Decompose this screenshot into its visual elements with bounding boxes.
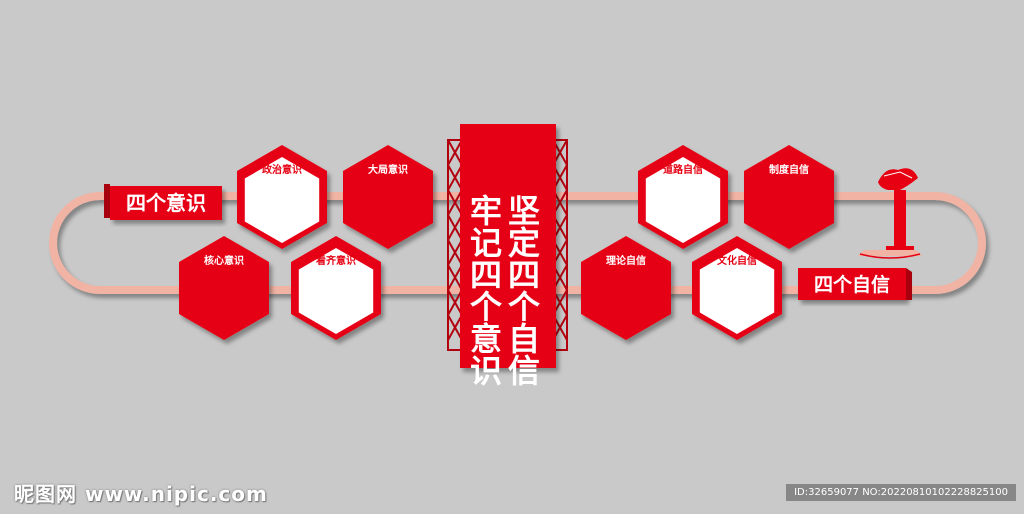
hexagon-panel: 道路自信 <box>638 145 728 249</box>
hexagon-label: 文化自信 <box>717 254 757 267</box>
hexagon-frame <box>581 236 671 340</box>
hexagon-label: 政治意识 <box>262 163 302 176</box>
huabiao-column-icon <box>858 168 922 259</box>
hexagon-label: 核心意识 <box>204 254 244 267</box>
center-column: 坚定四个自信 牢记四个意识 <box>446 124 569 386</box>
hexagon-frame <box>179 236 269 340</box>
center-text-right: 坚定四个自信 <box>503 194 541 386</box>
left-banner-text: 四个意识 <box>126 191 206 215</box>
watermark-site: 昵图网 www.nipic.com <box>14 482 268 506</box>
hexagon-inner-panel <box>298 248 374 334</box>
hexagon-label: 理论自信 <box>606 254 646 267</box>
hexagon-panel: 核心意识 <box>179 236 269 340</box>
hexagon-label: 看齐意识 <box>316 254 356 267</box>
hexagon-inner-panel <box>244 157 320 243</box>
hexagon-panel: 看齐意识 <box>291 236 381 340</box>
hexagon-label: 道路自信 <box>663 163 703 176</box>
hexagon-frame <box>343 145 433 249</box>
hexagon-panel: 政治意识 <box>237 145 327 249</box>
center-text-left: 牢记四个意识 <box>465 194 503 386</box>
hexagon-panel: 大局意识 <box>343 145 433 249</box>
hexagon-panel: 制度自信 <box>744 145 834 249</box>
hexagon-panel: 文化自信 <box>692 236 782 340</box>
hexagon-label: 大局意识 <box>368 163 408 176</box>
hexagon-inner-panel <box>699 248 775 334</box>
right-banner: 四个自信 <box>798 268 912 300</box>
hexagon-inner-panel <box>645 157 721 243</box>
hexagon-label: 制度自信 <box>769 163 809 176</box>
left-banner: 四个意识 <box>104 184 222 220</box>
hexagon-frame <box>744 145 834 249</box>
watermark-id: ID:32659077 NO:20220810102228825100 <box>786 484 1016 501</box>
right-banner-text: 四个自信 <box>814 273 890 296</box>
pink-track-loop <box>49 192 986 294</box>
hexagon-panel: 理论自信 <box>581 236 671 340</box>
